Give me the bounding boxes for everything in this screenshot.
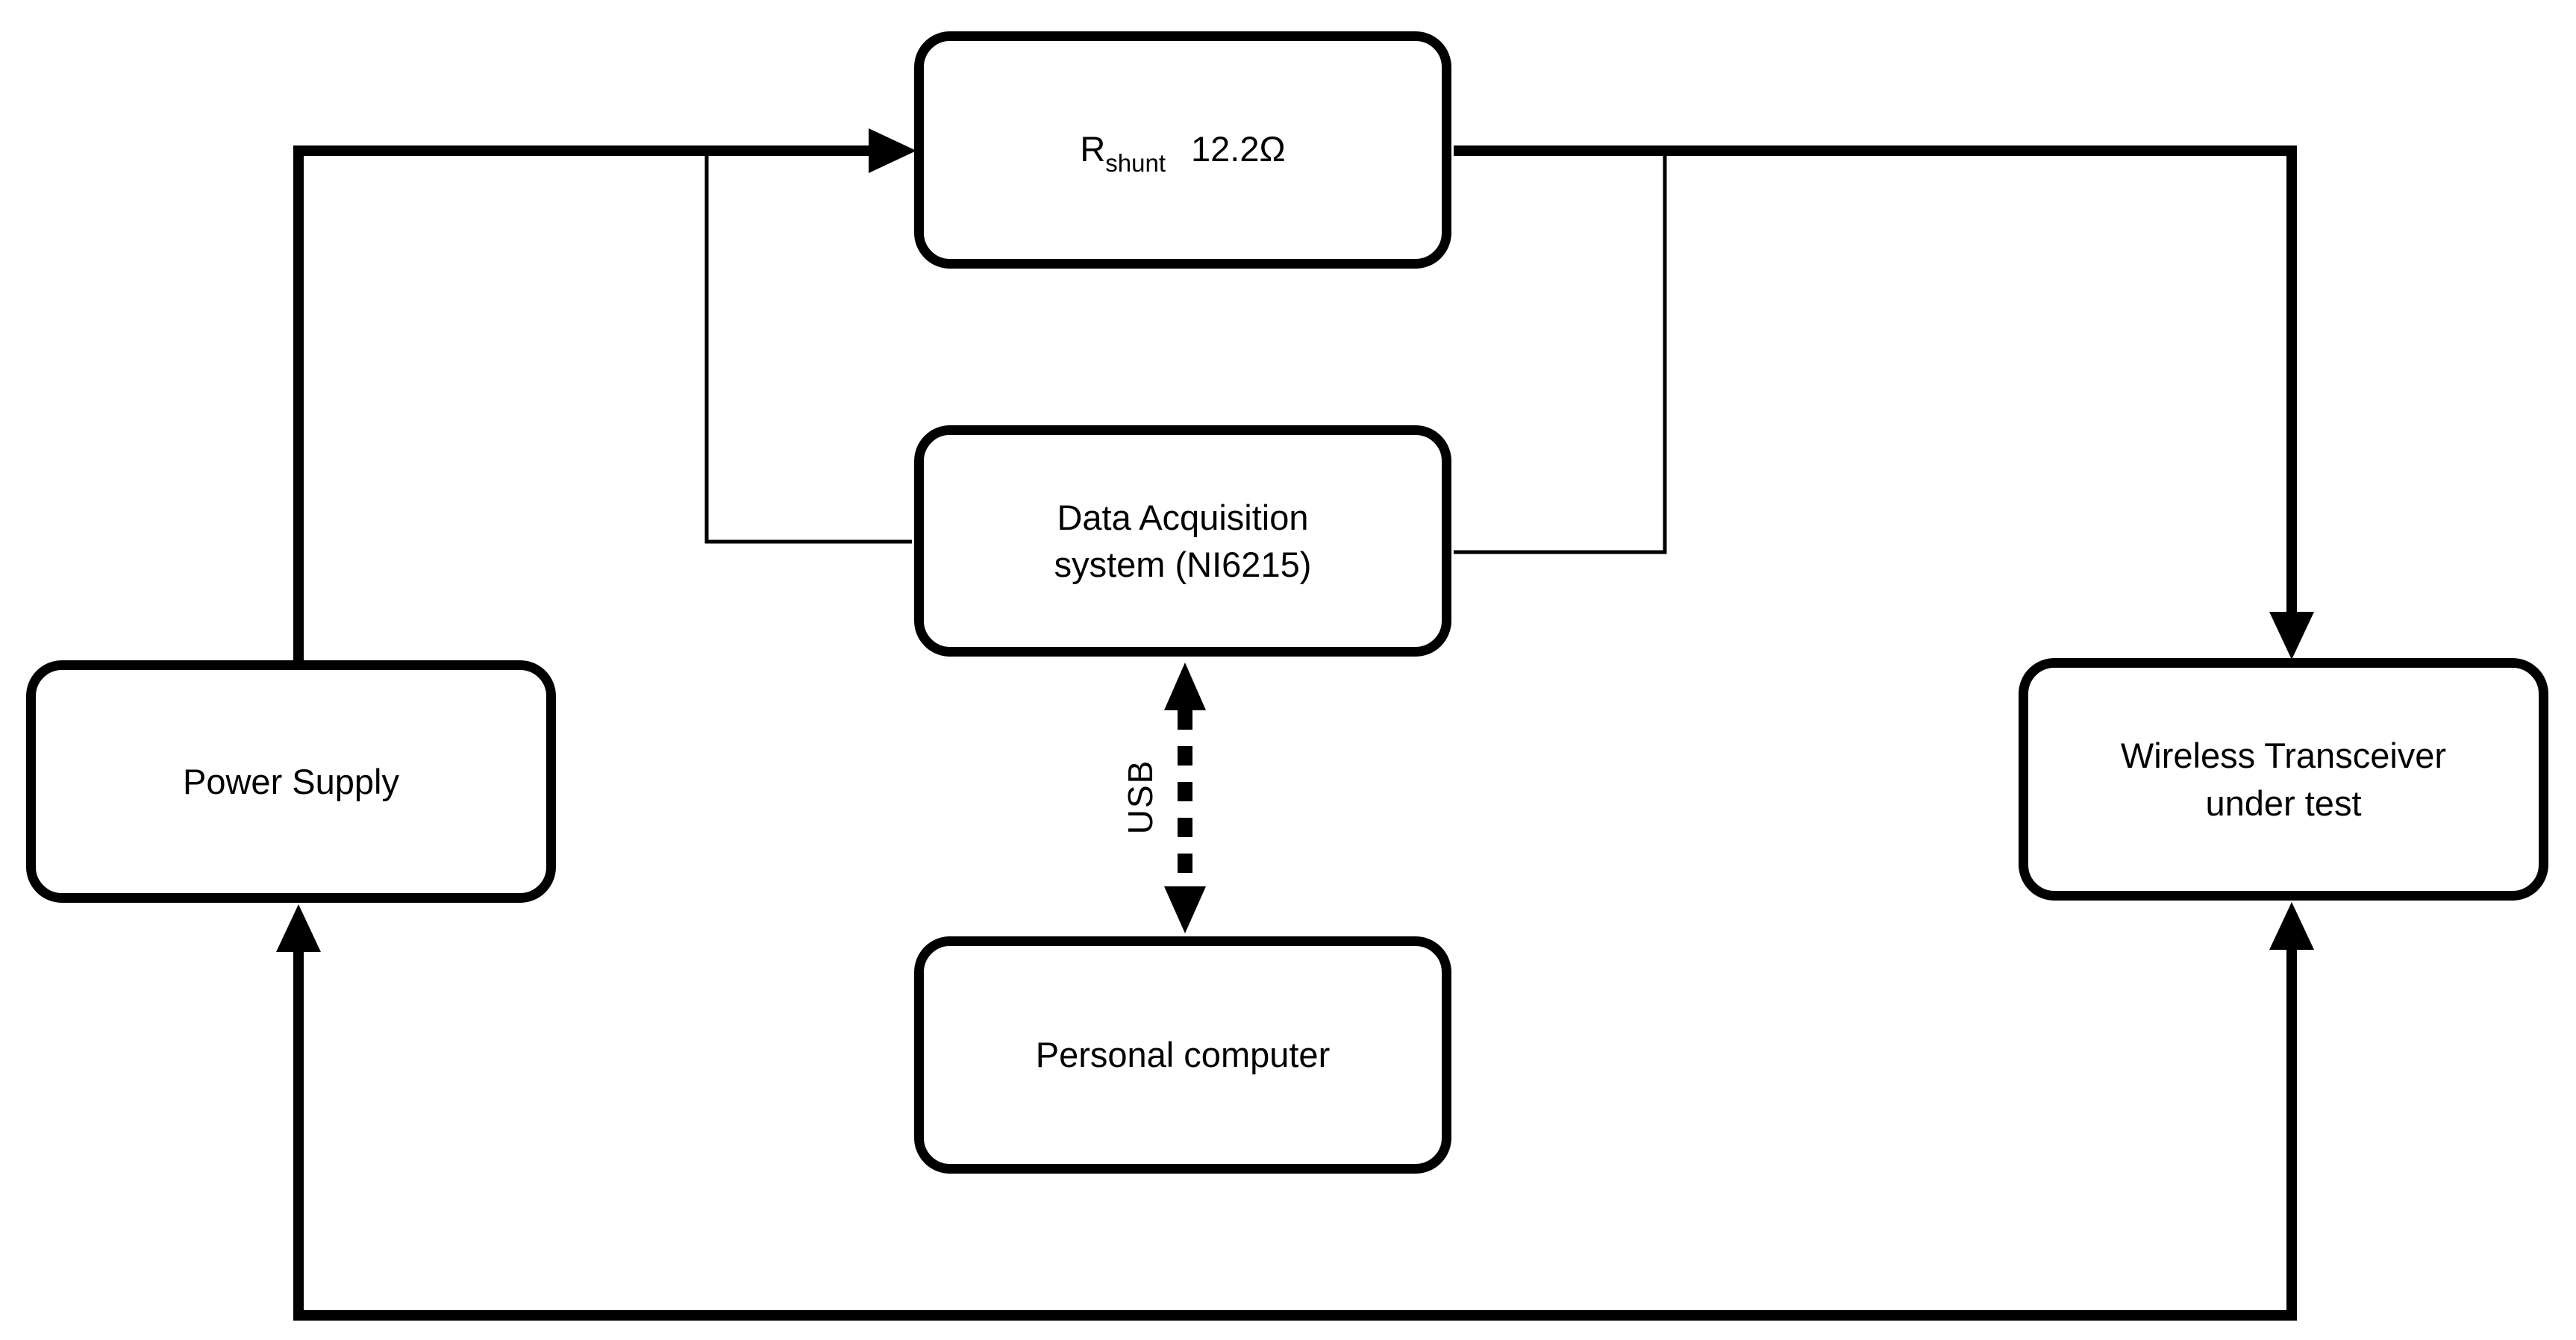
wire-power-to-rshunt	[293, 145, 875, 663]
arrowhead-usb-up	[1164, 663, 1206, 710]
pc-label: Personal computer	[1035, 1035, 1331, 1075]
wire-bottom-return	[293, 948, 2297, 1321]
arrowhead-into-rshunt-left	[869, 128, 916, 173]
arrowhead-into-power-bottom	[276, 904, 321, 952]
wire-rshunt-to-transceiver	[1454, 145, 2297, 616]
arrowhead-into-transceiver-top	[2269, 612, 2314, 660]
power-supply-label: Power Supply	[183, 761, 399, 801]
transceiver-box: Wireless Transceiver under test	[2019, 658, 2548, 901]
rshunt-symbol: R	[1080, 128, 1106, 169]
wire-tap-left-to-daq	[704, 151, 912, 544]
rshunt-value: 12.2Ω	[1191, 128, 1286, 169]
transceiver-label: Wireless Transceiver under test	[2120, 736, 2447, 823]
rshunt-label: Rshunt 12.2Ω	[1080, 125, 1285, 175]
pc-box: Personal computer	[914, 936, 1451, 1174]
arrowhead-usb-down	[1164, 886, 1206, 933]
arrowhead-into-transceiver-bottom	[2269, 902, 2314, 950]
rshunt-box: Rshunt 12.2Ω	[914, 31, 1451, 269]
daq-box: Data Acquisition system (NI6215)	[914, 425, 1451, 657]
rshunt-subscript: shunt	[1105, 148, 1166, 177]
usb-link-label: USB	[1121, 759, 1160, 835]
daq-label: Data Acquisition system (NI6215)	[1054, 497, 1312, 584]
wire-tap-right-to-daq	[1454, 151, 1667, 554]
power-supply-box: Power Supply	[26, 660, 556, 903]
